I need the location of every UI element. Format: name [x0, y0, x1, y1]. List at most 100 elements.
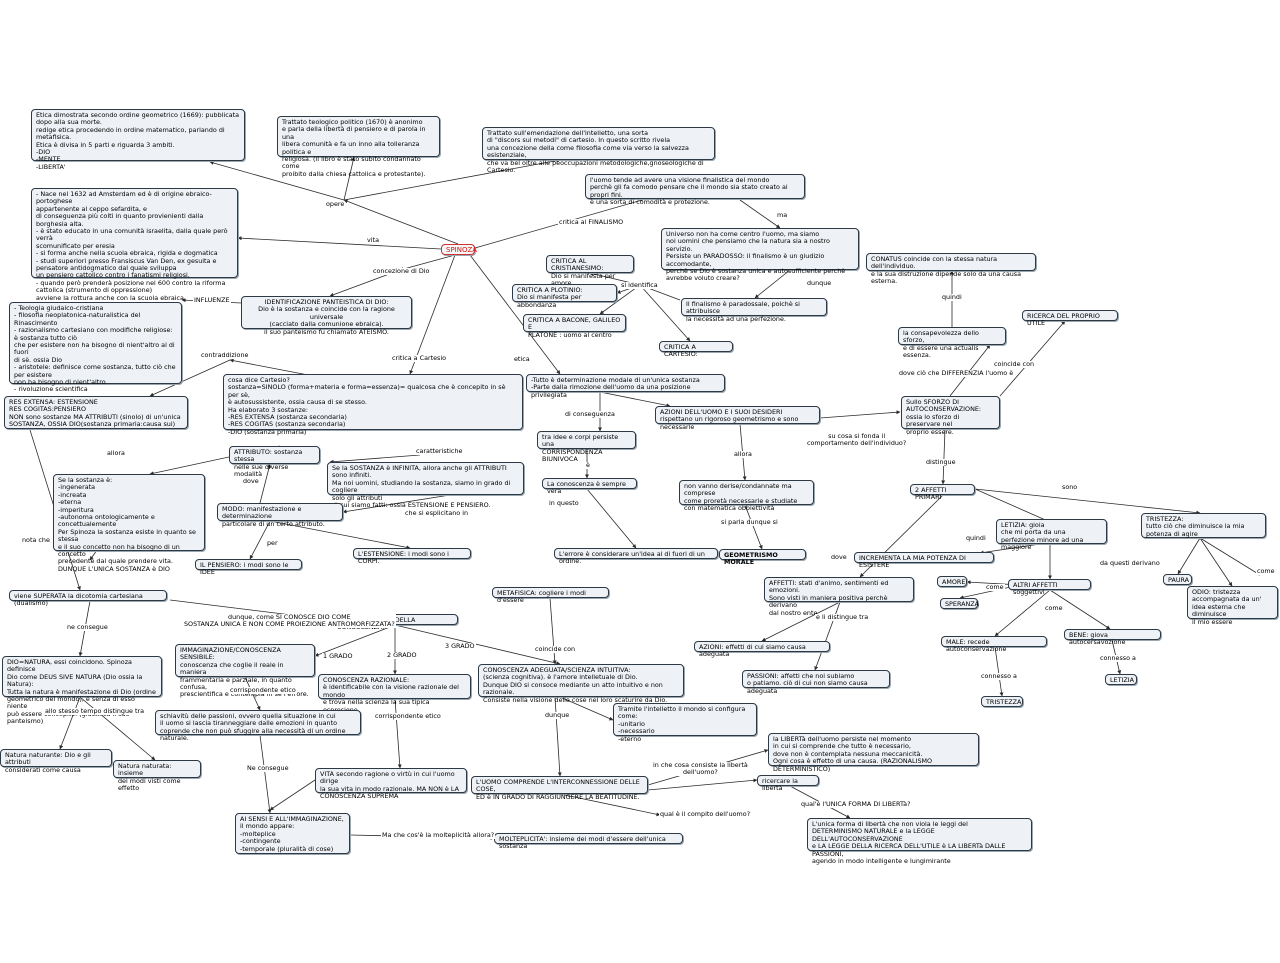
link-azioni-sforzo	[819, 410, 901, 419]
node-attributo[interactable]: ATTRIBUTO: sostanza stessa nelle sue div…	[229, 446, 320, 478]
link-tristezza-come	[1199, 537, 1261, 576]
link-determinazione-azioni	[599, 391, 671, 408]
label-per: per	[266, 539, 279, 547]
node-influenze[interactable]: - Teologia giudaico-cristiana - filosofi…	[9, 302, 182, 393]
node-conoscenza-intuitiva[interactable]: CONOSCENZA ADEGUATA/SCIENZA INTUITIVA: (…	[478, 664, 684, 703]
node-passioni[interactable]: PASSIONI: affetti che noi subiamo o pati…	[742, 670, 890, 695]
node-metafisica[interactable]: METAFISICA: cogliere i modi d'essere	[492, 587, 609, 604]
node-sostanza-infinita[interactable]: Se la SOSTANZA è INFINITA, allora anche …	[327, 462, 524, 509]
node-critica-plotino[interactable]: CRITICA A PLOTINIO: Dio si manifesta per…	[512, 284, 617, 309]
link-modo-estensione	[269, 520, 411, 550]
node-pensiero-idee[interactable]: IL PENSIERO: i modi sono le IDEE	[195, 559, 302, 576]
label-su-cosa: su cosa si fonda il comportamento dell'i…	[806, 432, 908, 447]
node-ricercare-liberta[interactable]: ricercare la libertà	[757, 775, 819, 792]
node-cartesio-dice[interactable]: cosa dice Cartesio? sostanza=SINOLO (for…	[223, 374, 523, 436]
node-letizia[interactable]: LETIZIA: gioia che mi porta da una perfe…	[996, 519, 1107, 551]
node-affetti-primari[interactable]: 2 AFFETTI PRIMARI	[910, 484, 975, 501]
node-finalismo[interactable]: l'uomo tende ad avere una visione finali…	[585, 174, 805, 206]
label-dunque-2: dunque	[544, 711, 571, 719]
node-geometrismo-morale[interactable]: GEOMETRISMO MORALE	[719, 549, 806, 566]
node-letizia-2[interactable]: LETIZIA	[1105, 674, 1137, 685]
link-gradi-1	[314, 624, 396, 657]
node-sensi-immaginazione[interactable]: AI SENSI E ALL'IMMAGINAZIONE, il mondo a…	[235, 813, 350, 854]
label-caratteristiche: caratteristiche	[415, 447, 464, 455]
node-natura-naturata[interactable]: Natura naturata: insieme dei modi visti …	[113, 760, 201, 792]
node-tristezza[interactable]: TRISTEZZA: tutto ciò che diminuisce la m…	[1141, 513, 1266, 538]
node-paradossale[interactable]: Il finalismo è paradossale, poichè si at…	[681, 298, 827, 323]
node-trattato-teologico[interactable]: Trattato teologico politico (1670) è ano…	[277, 116, 440, 178]
node-ricerca-utile[interactable]: RICERCA DEL PROPRIO UTILE	[1022, 310, 1118, 327]
link-uomo-ricercare	[647, 778, 758, 791]
link-center-etica	[469, 254, 561, 375]
label-dove-differenzia: dove ciò che DIFFERENZIA l'uomo è	[898, 369, 1015, 377]
node-errore[interactable]: L'errore è considerare un'idea al di fuo…	[554, 548, 718, 565]
label-si-parla: si parla dunque si	[720, 518, 779, 526]
node-dio-natura[interactable]: DIO=NATURA, essi coincidono. Spinoza def…	[2, 656, 162, 725]
node-conoscenza-vera[interactable]: La conoscenza è sempre vera	[542, 478, 637, 495]
node-determinazione[interactable]: -Tutto è determinazione modale di un'uni…	[526, 374, 725, 399]
node-estensione-corpi[interactable]: L'ESTENSIONE: i modi sono i CORPI.	[353, 548, 471, 565]
node-conatus[interactable]: CONATUS coincide con la stessa natura de…	[866, 253, 1036, 285]
node-vita-ragione[interactable]: VITA secondo ragione o virtù in cui l'uo…	[315, 768, 467, 800]
node-conoscenza-razionale[interactable]: CONOSCENZA RAZIONALE: è identificabile c…	[318, 674, 471, 713]
node-intelletto[interactable]: Tramite l'intelletto il mondo si configu…	[613, 703, 757, 742]
link-contraddizione-res	[149, 359, 231, 397]
node-tristezza-2[interactable]: TRISTEZZA	[981, 696, 1023, 707]
node-liberta-uomo[interactable]: la LIBERTà dell'uomo persiste nel moment…	[768, 733, 979, 772]
node-sforzo[interactable]: Sullo SFORZO DI AUTOCONSERVAZIONE: ossia…	[901, 396, 1000, 435]
node-vita[interactable]: - Nace nel 1632 ad Amsterdam ed è di ori…	[31, 188, 238, 301]
label-in-questo: in questo	[548, 499, 580, 507]
node-universo[interactable]: Universo non ha come centro l'uomo, ma s…	[661, 228, 859, 282]
node-uomo-comprende[interactable]: L'UOMO COMPRENDE L'INTERCONNESSIONE DELL…	[471, 776, 648, 801]
node-speranza[interactable]: SPERANZA	[940, 598, 979, 609]
node-unica-liberta[interactable]: L'unica forma di libertà che non viola l…	[807, 818, 1032, 865]
node-molteplicita[interactable]: MOLTEPLICITA': insieme dei modi d'essere…	[494, 833, 683, 850]
node-modo[interactable]: MODO: manifestazione e determinazione pa…	[217, 503, 343, 528]
label-concezione-dio: concezione di Dio	[372, 267, 431, 275]
label-nota-che: nota che	[21, 536, 51, 544]
node-natura-naturante[interactable]: Natura naturante: Dio e gli attributi co…	[0, 749, 112, 774]
link-gradi-3	[394, 624, 561, 666]
link-sostanza-modo	[342, 494, 451, 514]
node-sostanza-e[interactable]: Se la sostanza è: -ingenerata -increata …	[53, 474, 205, 573]
link-intuitiva-intelletto	[559, 696, 614, 721]
label-che-si-esplicitano: che si esplicitano in	[404, 509, 470, 517]
link-affetti-azioni	[761, 601, 841, 642]
link-altri-bene	[1049, 589, 1111, 630]
label-quale-compito: qual è il compito dell'uomo?	[659, 810, 752, 818]
link-opere-etica	[209, 161, 345, 201]
node-azioni-effetti[interactable]: AZIONI: effetti di cui siamo causa adegu…	[694, 641, 830, 658]
node-azioni-uomo[interactable]: AZIONI DELL'UOMO E I SUOI DESIDERI rispe…	[655, 406, 820, 431]
center-node-spinoza[interactable]: SPINOZA	[441, 244, 477, 255]
node-critica-bacone[interactable]: CRITICA A BACONE, GALILEO E PLATONE : uo…	[523, 314, 626, 339]
link-schiavitu-sensi	[259, 734, 272, 814]
node-consapevolezza[interactable]: la consapevolezza dello sforzo, e di ess…	[898, 327, 1006, 359]
node-critica-cartesio[interactable]: CRITICA A CARTESIO:	[659, 341, 733, 358]
node-altri-affetti[interactable]: ALTRI AFFETTI soggettivi	[1008, 579, 1091, 596]
node-affetti-stati[interactable]: AFFETTI: stati d'animo, sentimenti ed em…	[764, 577, 914, 616]
node-incrementa-potenza[interactable]: INCREMENTA LA MIA POTENZA DI ESISTERE	[854, 552, 994, 569]
label-grado-3: 3 GRADO	[444, 642, 476, 650]
node-immaginazione[interactable]: IMMAGINAZIONE/CONOSCENZA SENSIBILE: cono…	[175, 644, 315, 698]
label-connesso-2: connesso a	[1099, 654, 1137, 662]
node-idee-corpi[interactable]: tra idee e corpi persiste una CORRISPOND…	[537, 431, 636, 463]
link-conoscenza-errore	[586, 488, 637, 549]
node-critica-cristianesimo[interactable]: CRITICA AL CRISTIANESIMO: Dio si manifes…	[546, 255, 634, 287]
node-amore[interactable]: AMORE	[937, 576, 967, 587]
node-res-extensa[interactable]: RES EXTENSA: ESTENSIONE RES COGITAS:PENS…	[4, 396, 188, 429]
node-non-vanno[interactable]: non vanno derise/condannate ma comprese …	[679, 480, 814, 512]
node-male[interactable]: MALE: recede autoconservazione	[941, 636, 1047, 653]
link-male-tristezza	[994, 646, 1004, 697]
node-trattato-emendazione[interactable]: Trattato sull'emendazione dell'intellett…	[482, 127, 715, 174]
node-identificazione-panteistica[interactable]: IDENTIFICAZIONE PANTEISTICA DI DIO: Dio …	[241, 296, 412, 335]
node-odio[interactable]: ODIO: tristezza accompagnata da un' idea…	[1187, 586, 1278, 625]
link-tristezza-odio	[1199, 537, 1233, 587]
node-paura[interactable]: PAURA	[1163, 574, 1192, 585]
node-etica-opera[interactable]: Etica dimostrata secondo ordine geometri…	[31, 109, 245, 171]
link-intuitiva-uomo	[554, 696, 562, 777]
node-schiavitu[interactable]: schiavitù delle passioni, ovvero quella …	[155, 710, 361, 742]
node-dicotomia[interactable]: viene SUPERATA la dicotomia cartesiana (…	[9, 590, 167, 607]
link-altri-male	[994, 589, 1051, 637]
node-bene[interactable]: BENE: giova autocersavozione	[1064, 629, 1161, 646]
